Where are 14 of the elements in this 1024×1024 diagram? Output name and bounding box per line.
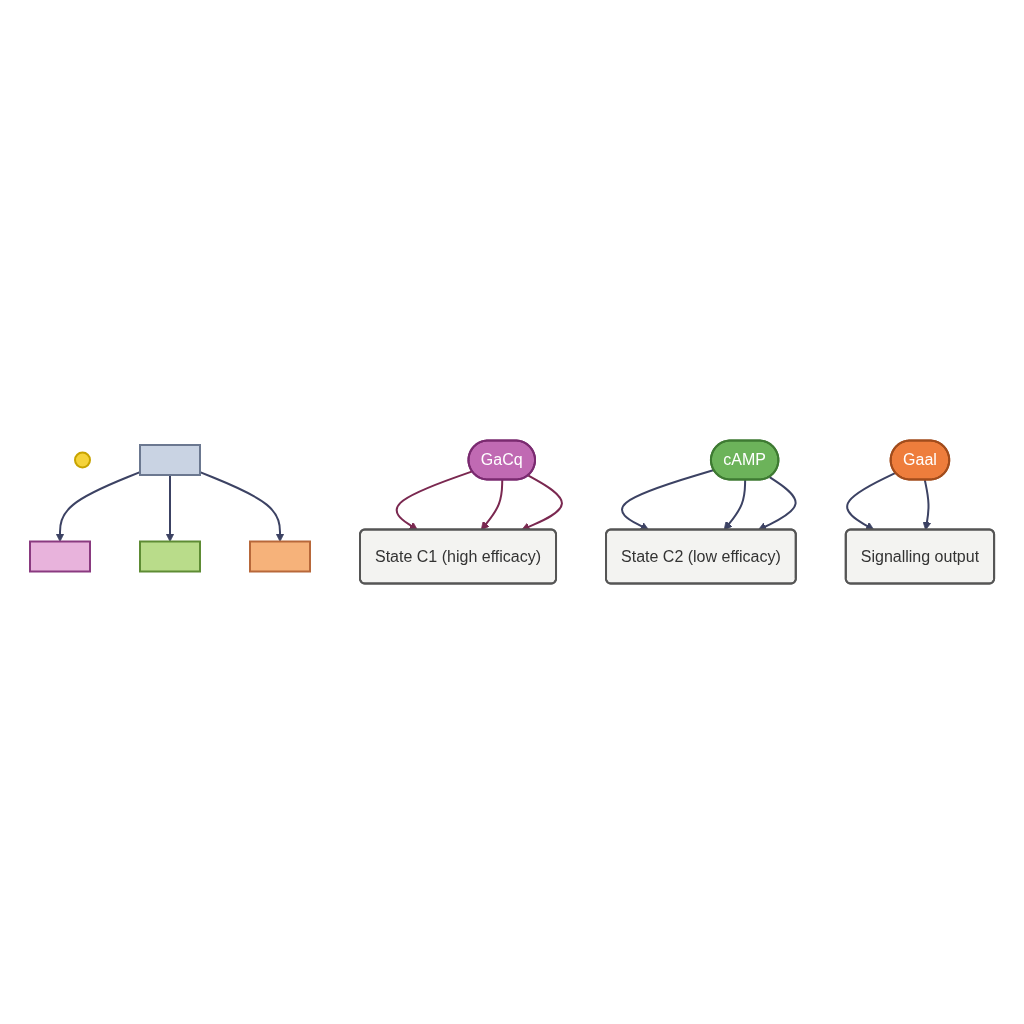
arrow [395,470,474,531]
arrow [922,479,932,531]
node-box [138,444,201,476]
arrow [621,469,715,531]
arrow [846,471,897,531]
node-circle [73,451,91,469]
arrow [521,474,563,531]
node-box [248,540,311,573]
arrow [480,479,504,531]
arrow [723,479,747,531]
arrow [165,474,175,542]
arrow [757,476,797,531]
node-box [138,540,201,573]
node-box [28,540,91,573]
